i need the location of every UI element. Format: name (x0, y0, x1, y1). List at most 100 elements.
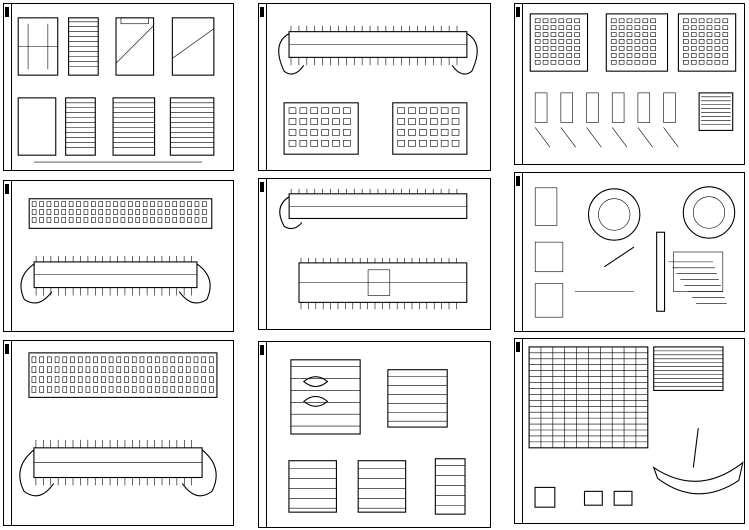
sheet-room-details[interactable] (514, 3, 745, 165)
rect-stroke (642, 32, 649, 37)
rect-stroke (558, 18, 565, 24)
rect-stroke (76, 209, 81, 215)
curve-left (20, 263, 53, 304)
rect-stroke (142, 217, 148, 223)
title-block (515, 173, 523, 331)
rect-stroke (722, 53, 729, 58)
rect-stroke (47, 386, 52, 393)
rect-stroke (610, 32, 617, 37)
rect-stroke (70, 356, 75, 364)
sheet-floor-plans[interactable] (258, 178, 491, 330)
rect-stroke (663, 92, 676, 123)
rect-stroke (172, 209, 178, 215)
rect-stroke (542, 25, 549, 30)
rect-stroke (626, 59, 633, 65)
sheet-plan-elevation[interactable] (258, 3, 491, 171)
rect-stroke (93, 376, 98, 383)
rect-stroke (139, 376, 145, 383)
rect-stroke (714, 46, 721, 51)
rect-stroke (62, 386, 68, 393)
classroom-plan-1 (529, 13, 589, 72)
rect-stroke (193, 386, 199, 393)
title-block (259, 342, 267, 527)
rect-stroke (534, 187, 558, 226)
rect-stroke (542, 59, 549, 65)
rect-stroke (451, 129, 460, 136)
rect-stroke (310, 129, 318, 136)
rect-stroke (155, 356, 160, 364)
rect-stroke (683, 39, 689, 44)
rect-stroke (155, 366, 160, 373)
rect-stroke (135, 201, 141, 207)
rect-stroke (209, 376, 214, 383)
rect-stroke (147, 366, 152, 373)
sheet-schedule-plan[interactable] (514, 338, 745, 524)
sheet-stair-plans[interactable] (3, 3, 234, 171)
rect-stroke (451, 140, 460, 147)
rect-stroke (91, 217, 96, 223)
rect-stroke (634, 59, 641, 65)
rect-stroke (650, 53, 656, 58)
rect-stroke (288, 140, 297, 147)
rect-stroke (534, 32, 541, 37)
rect-stroke (574, 53, 580, 58)
rect-stroke (626, 39, 633, 44)
rect-stroke (54, 201, 59, 207)
wall-section (656, 231, 666, 312)
rect-stroke (534, 92, 548, 123)
rect-stroke (101, 366, 106, 373)
sheet-elevation-plan[interactable] (3, 180, 234, 332)
rect-stroke (77, 386, 83, 393)
rect-stroke (650, 59, 656, 65)
rect-stroke (116, 356, 122, 364)
rect-stroke (451, 118, 460, 125)
stair-plan-1 (17, 17, 59, 76)
rect-stroke (397, 140, 405, 147)
rect-stroke (706, 53, 713, 58)
rect-stroke (618, 59, 625, 65)
rect-stroke (101, 386, 106, 393)
title-block (259, 179, 267, 329)
rect-stroke (124, 366, 129, 373)
line-stroke (637, 127, 653, 148)
drawing-enlarged-plans (288, 359, 466, 515)
sheet-enlarged-plans[interactable] (258, 341, 491, 528)
rect-stroke (542, 18, 549, 24)
rect-stroke (618, 39, 625, 44)
rect-stroke (155, 376, 160, 383)
curve-right (178, 263, 211, 304)
rect-stroke (187, 201, 192, 207)
rect-stroke (172, 217, 178, 223)
rect-stroke (397, 107, 405, 114)
rect-stroke (408, 140, 416, 147)
rect-stroke (202, 209, 207, 215)
line-stroke (534, 127, 551, 148)
rect-stroke (98, 217, 104, 223)
classroom-plan-3 (677, 13, 737, 72)
sheet-elevation-plan-2[interactable] (3, 340, 234, 526)
rect-stroke (722, 46, 729, 51)
rect-stroke (178, 386, 183, 393)
detail-plan-2 (357, 460, 407, 513)
rect-stroke (706, 25, 713, 30)
elevation-left (283, 102, 359, 155)
rect-stroke (108, 366, 114, 373)
rect-stroke (542, 32, 549, 37)
rect-stroke (162, 386, 168, 393)
rect-stroke (343, 118, 351, 125)
rect-stroke (61, 217, 66, 223)
rect-stroke (131, 386, 137, 393)
rect-stroke (698, 32, 705, 37)
rect-stroke (618, 25, 625, 30)
rect-stroke (193, 376, 199, 383)
rect-stroke (85, 356, 91, 364)
rect-stroke (178, 376, 183, 383)
line-stroke (611, 127, 628, 148)
round-stair-1 (587, 188, 641, 241)
rect-stroke (706, 39, 713, 44)
rect-stroke (642, 39, 649, 44)
rect-stroke (550, 32, 557, 37)
sheet-section-details[interactable] (514, 172, 745, 332)
rect-stroke (76, 217, 81, 223)
rect-stroke (68, 201, 74, 207)
